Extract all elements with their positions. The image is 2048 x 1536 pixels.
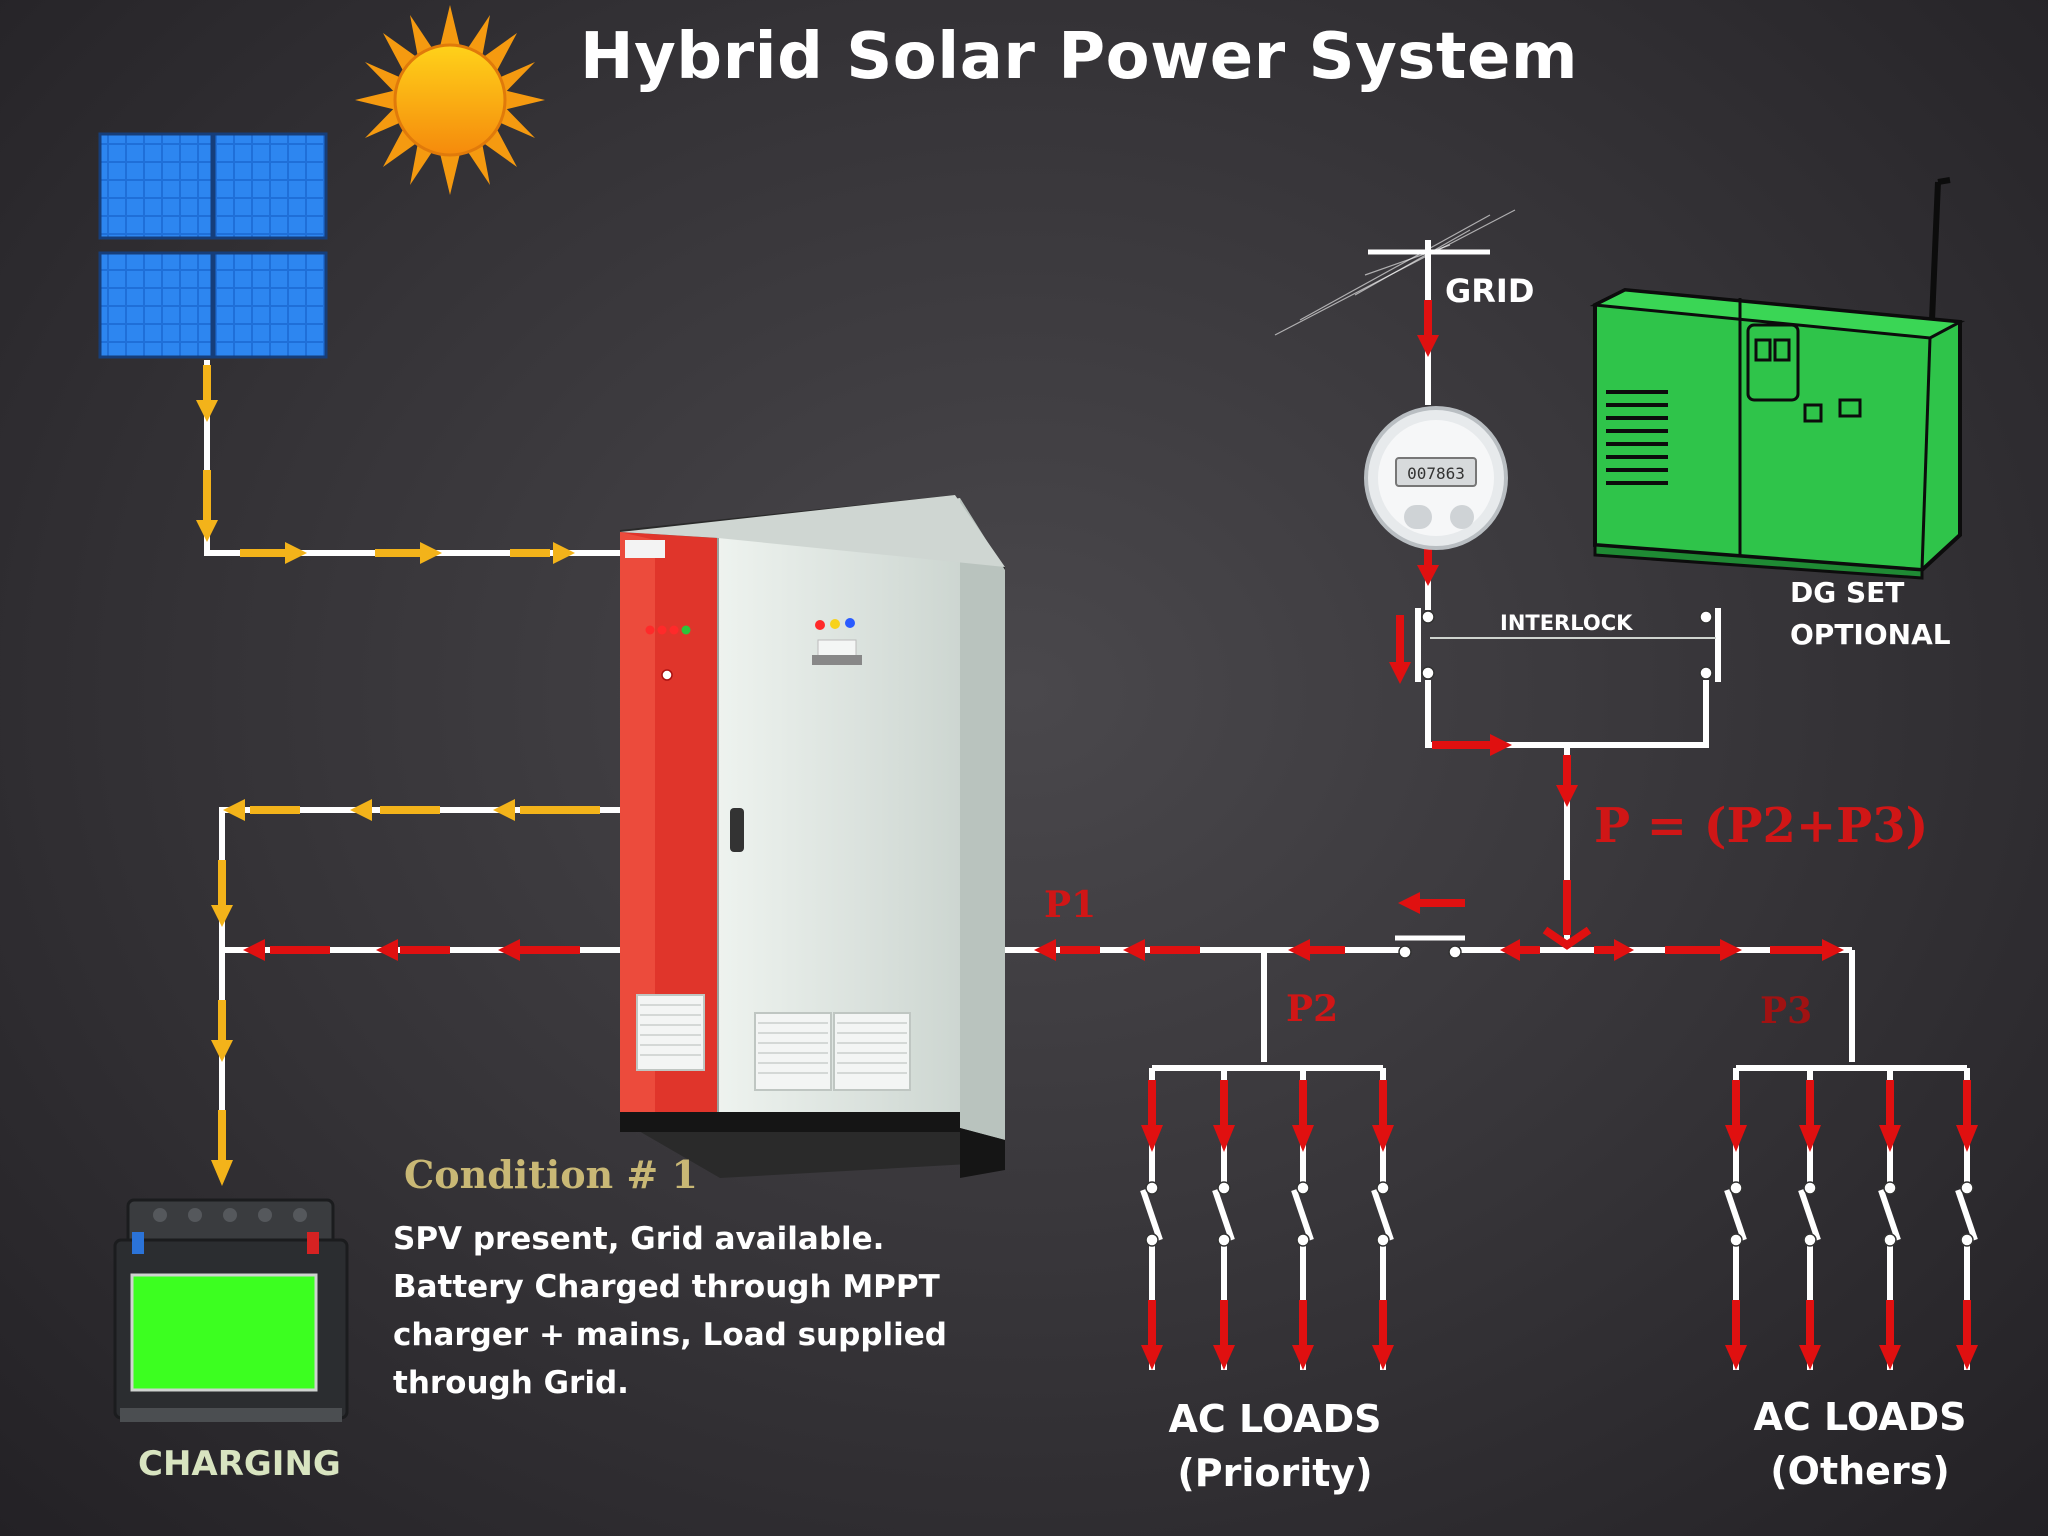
charging-label: CHARGING [138,1444,341,1484]
grid-flow-arrows [243,300,1844,961]
priority-loads-line2: (Priority) [1177,1451,1373,1495]
solar-panel-icon [98,132,328,359]
generator-icon [1589,177,1966,580]
condition-line: through Grid. [393,1365,629,1401]
interlock-label: INTERLOCK [1500,611,1633,635]
p2-label: P2 [1286,988,1339,1030]
dg-set-line1: DG SET [1790,576,1905,609]
other-loads-label: AC LOADS (Others) [1735,1390,1985,1498]
solar-flow-arrows [196,365,600,1186]
battery-icon [113,1198,349,1422]
grid-label: GRID [1445,272,1535,310]
condition-line: charger + mains, Load supplied [393,1317,947,1353]
dg-set-line2: OPTIONAL [1790,618,1951,651]
condition-line: Battery Charged through MPPT [393,1269,940,1305]
p3-label: P3 [1760,990,1813,1032]
energy-meter-icon: 007863 [1364,406,1508,550]
page-title: Hybrid Solar Power System [580,20,1579,94]
priority-loads-line1: AC LOADS [1168,1397,1382,1441]
inverter-cabinet-icon [620,495,1005,1178]
dg-set-label: DG SET OPTIONAL [1790,572,1951,656]
condition-description: SPV present, Grid available. Battery Cha… [393,1215,953,1407]
power-equation: P = (P2+P3) [1594,798,1929,854]
condition-title: Condition # 1 [404,1152,698,1197]
p1-label: P1 [1044,884,1097,926]
sun-icon [355,5,545,195]
switch-contacts [1145,610,1974,1247]
other-loads-line1: AC LOADS [1753,1395,1967,1439]
priority-loads-label: AC LOADS (Priority) [1150,1392,1400,1500]
condition-line: SPV present, Grid available. [393,1221,885,1257]
other-loads-line2: (Others) [1770,1449,1950,1493]
meter-reading: 007863 [1407,464,1465,483]
grid-pole-icon [1274,209,1516,336]
load-flow-arrows [1141,1080,1978,1370]
